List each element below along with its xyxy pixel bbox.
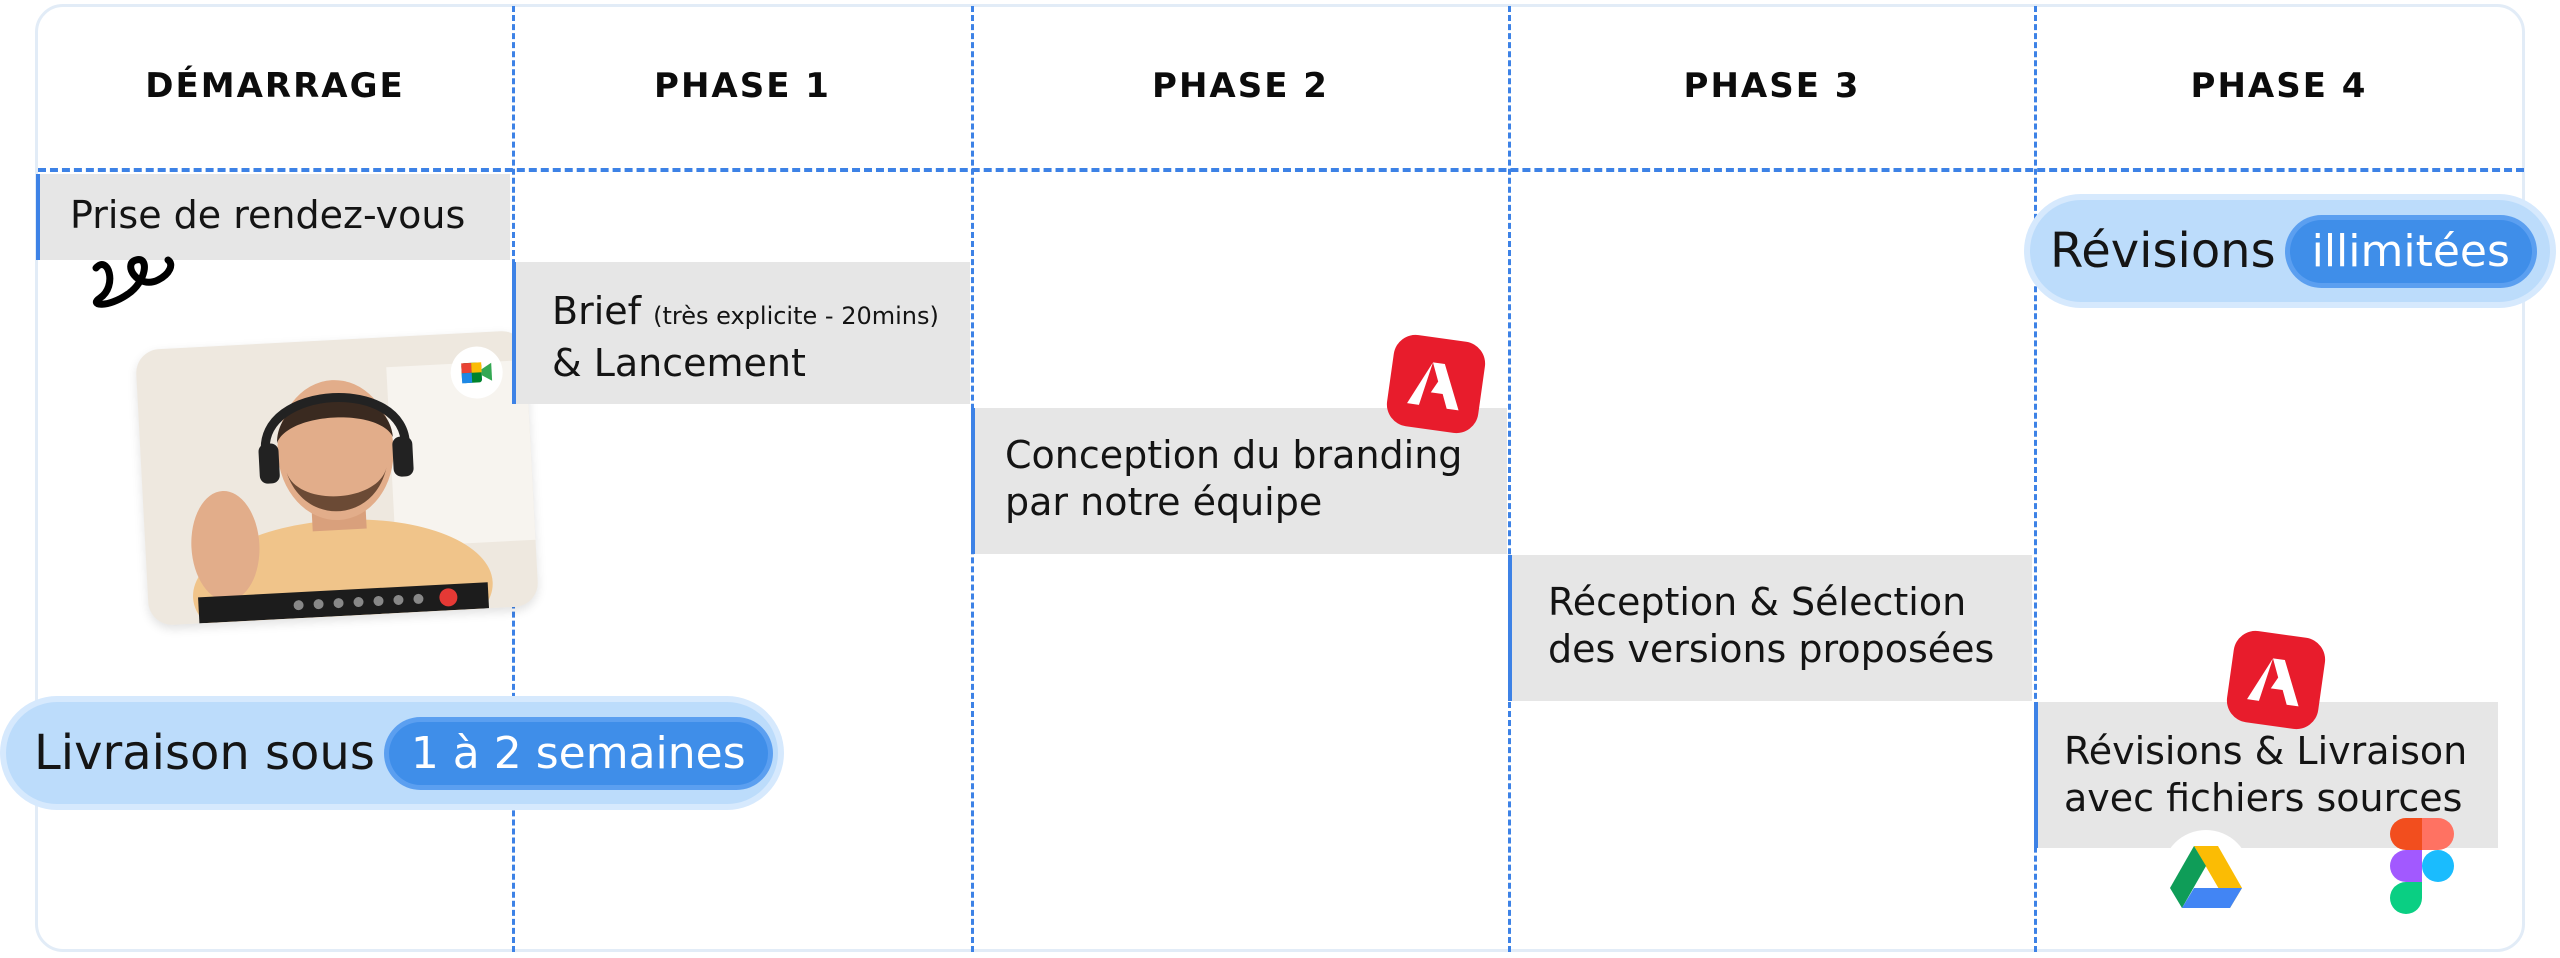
step-conception-branding: Conception du branding par notre équipe	[971, 408, 1507, 554]
step-prise-de-rendez-vous: Prise de rendez-vous	[36, 174, 510, 260]
adobe-icon	[1384, 332, 1488, 436]
delivery-label: Livraison sous	[34, 725, 375, 781]
header-divider	[38, 168, 2524, 172]
adobe-icon	[2224, 628, 2328, 732]
phase-header-phase-4: PHASE 4	[2190, 66, 2368, 106]
livraison-line2: avec fichiers sources	[2064, 776, 2463, 820]
step-label: Prise de rendez-vous	[70, 193, 466, 237]
video-call-preview	[135, 329, 539, 627]
delivery-time-pill: Livraison sous 1 à 2 semaines	[6, 702, 778, 804]
step-reception-selection: Réception & Sélection des versions propo…	[1508, 555, 2032, 701]
phase-header-phase-2: PHASE 2	[1152, 66, 1329, 106]
revisions-pill: Révisions illimitées	[2030, 200, 2550, 302]
column-divider	[2034, 6, 2037, 952]
revisions-label: Révisions	[2050, 223, 2276, 279]
column-divider	[1508, 6, 1511, 952]
phase-header-phase-3: PHASE 3	[1683, 66, 1861, 106]
revisions-badge: illimitées	[2289, 219, 2532, 283]
brief-note: (très explicite - 20mins)	[653, 302, 939, 330]
brief-title: Brief	[552, 289, 642, 333]
reception-line2: des versions proposées	[1548, 627, 1995, 671]
phase-header-phase-1: PHASE 1	[654, 66, 831, 106]
delivery-badge: 1 à 2 semaines	[388, 721, 768, 785]
step-brief-lancement: Brief (très explicite - 20mins) & Lancem…	[512, 262, 970, 404]
brief-line2: & Lancement	[552, 341, 806, 385]
reception-line1: Réception & Sélection	[1548, 580, 1967, 624]
conception-line2: par notre équipe	[1005, 480, 1323, 524]
scribble-icon	[92, 256, 175, 308]
figma-icon	[2390, 818, 2454, 914]
livraison-line1: Révisions & Livraison	[2064, 729, 2468, 773]
conception-line1: Conception du branding	[1005, 433, 1463, 477]
google-meet-icon	[449, 345, 504, 400]
phase-header-demarrage: DÉMARRAGE	[145, 66, 405, 106]
google-drive-icon	[2162, 830, 2250, 918]
